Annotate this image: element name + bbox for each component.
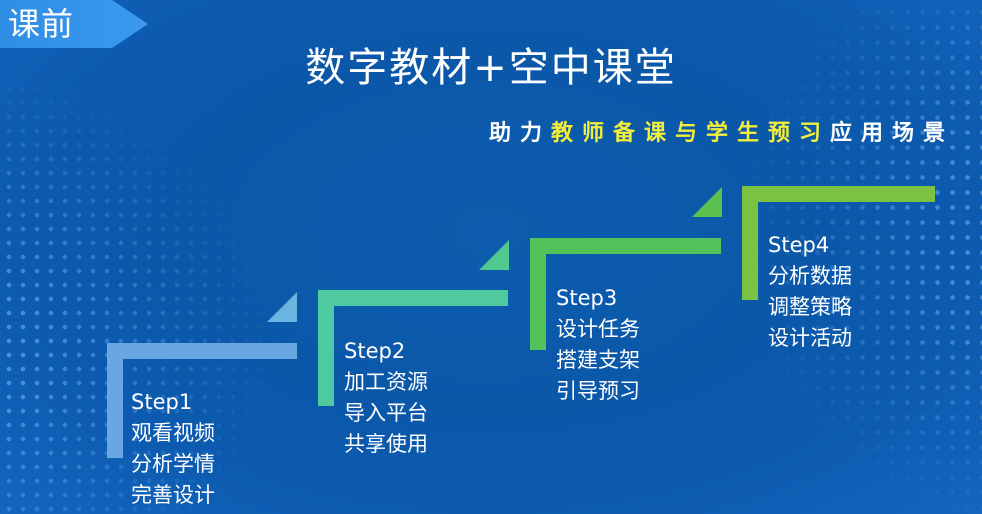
step-2-bracket-vertical: [318, 290, 334, 406]
section-tag-label: 课前: [8, 5, 75, 43]
step-3-line-1: 设计任务: [556, 317, 640, 341]
step-4-line-1: 分析数据: [768, 264, 852, 288]
dot-pattern-right: [720, 0, 982, 514]
step-3-arrow-triangle-icon: [692, 187, 722, 217]
step-1-label: Step1: [131, 390, 193, 414]
step-2-bracket-horizontal: [318, 290, 508, 306]
slide-subtitle: 助力教师备课与学生预习应用场景: [489, 118, 954, 148]
step-2-arrow-triangle-icon: [479, 240, 509, 270]
step-1-line-3: 完善设计: [131, 483, 215, 507]
step-1-bracket-horizontal: [107, 343, 297, 359]
step-1-text: Step1 观看视频 分析学情 完善设计: [131, 387, 215, 511]
subtitle-suffix: 应用场景: [829, 120, 954, 146]
step-1-bracket-vertical: [107, 343, 123, 458]
step-3-bracket-vertical: [530, 238, 546, 350]
step-2-line-3: 共享使用: [344, 432, 428, 456]
step-1-line-1: 观看视频: [131, 421, 215, 445]
section-tag: 课前: [0, 0, 148, 48]
subtitle-prefix: 助力: [488, 120, 551, 146]
step-4-line-3: 设计活动: [768, 326, 852, 350]
step-3-line-3: 引导预习: [556, 379, 640, 403]
step-2-line-1: 加工资源: [344, 370, 428, 394]
slide-title: 数字教材+空中课堂: [305, 45, 677, 91]
step-3-text: Step3 设计任务 搭建支架 引导预习: [556, 283, 640, 407]
step-4-bracket-horizontal: [742, 186, 935, 202]
step-2-text: Step2 加工资源 导入平台 共享使用: [344, 336, 428, 460]
step-3-line-2: 搭建支架: [556, 348, 640, 372]
step-3-label: Step3: [556, 286, 618, 310]
step-2-line-2: 导入平台: [344, 401, 428, 425]
step-4-label: Step4: [768, 233, 830, 257]
step-4-line-2: 调整策略: [768, 295, 852, 319]
step-3-bracket-horizontal: [530, 238, 721, 254]
step-4-bracket-vertical: [742, 186, 758, 300]
step-2-label: Step2: [344, 339, 406, 363]
step-1-line-2: 分析学情: [131, 452, 215, 476]
subtitle-highlight: 教师备课与学生预习: [550, 120, 830, 146]
step-4-text: Step4 分析数据 调整策略 设计活动: [768, 230, 852, 354]
